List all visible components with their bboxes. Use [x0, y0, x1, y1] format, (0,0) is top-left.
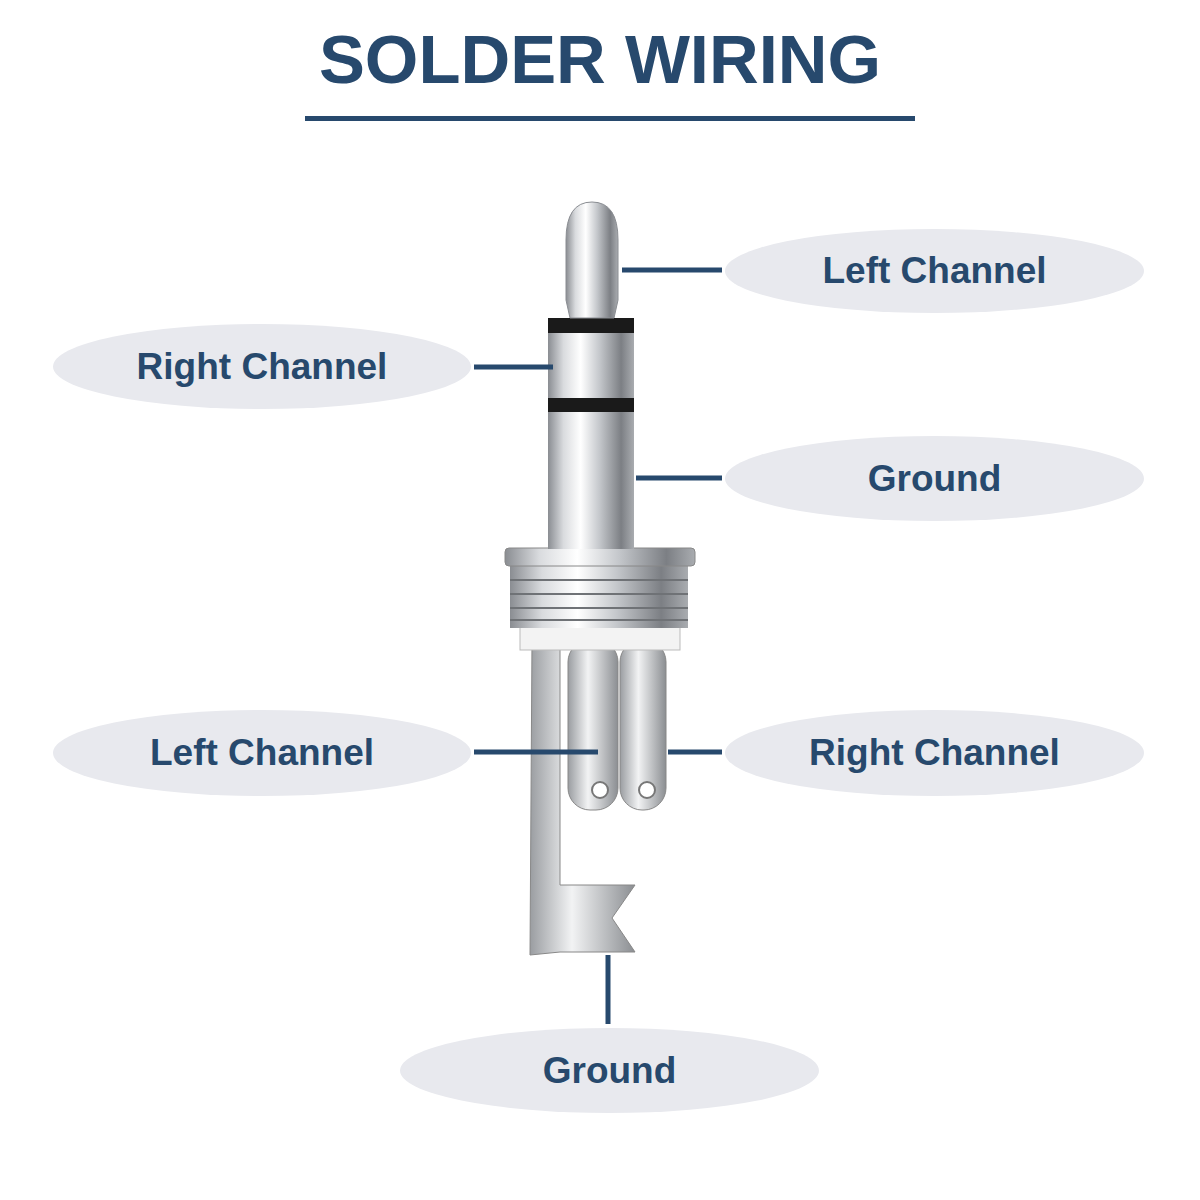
label-ellipse: Right Channel [725, 710, 1144, 796]
wiring-label: Ground [543, 1050, 677, 1092]
tip [566, 202, 618, 318]
label-ellipse: Ground [400, 1028, 819, 1113]
lug-hole [592, 782, 608, 798]
label-ellipse: Ground [725, 436, 1144, 521]
left-lug [568, 640, 618, 810]
leader-line [668, 750, 722, 755]
ground-lug [530, 640, 635, 955]
diagram-title: SOLDER WIRING [0, 22, 1200, 98]
leader-line [636, 476, 722, 481]
right-lug [620, 640, 666, 810]
insulator-ring [548, 397, 634, 412]
wiring-label: Right Channel [137, 346, 388, 388]
wiring-label: Left Channel [822, 250, 1046, 292]
wiring-label: Right Channel [809, 732, 1060, 774]
lug-hole [639, 782, 655, 798]
sleeve [548, 411, 634, 549]
leader-line [474, 750, 598, 755]
title-underline [305, 116, 915, 121]
flange [505, 548, 695, 566]
label-ellipse: Right Channel [53, 324, 471, 409]
leader-line [622, 268, 722, 273]
ring [548, 332, 634, 398]
label-ellipse: Left Channel [725, 229, 1144, 313]
label-ellipse: Left Channel [53, 710, 471, 796]
thread-barrel [510, 566, 688, 628]
leader-line [474, 365, 553, 370]
wiring-label: Left Channel [150, 732, 374, 774]
insulator-ring [548, 318, 634, 333]
leader-line [606, 955, 611, 1024]
wiring-label: Ground [868, 458, 1002, 500]
